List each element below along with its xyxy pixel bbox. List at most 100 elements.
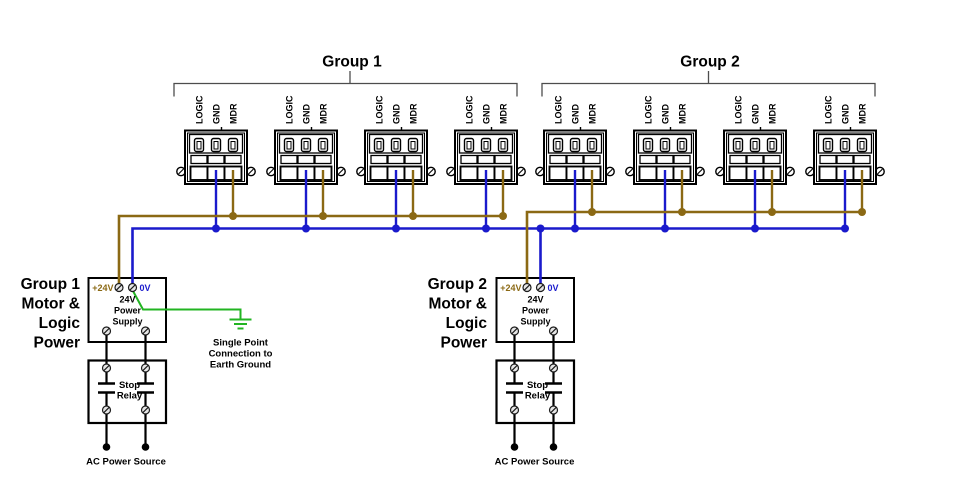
connector-screw-strip [637,133,693,154]
ac-terminal-dot [141,443,150,451]
screw-slash [537,284,544,291]
wire-port-upper [583,154,601,165]
earth-ground-icon [229,318,252,330]
connector-screw-strip [278,133,334,154]
supply1-name-line3: Supply [112,317,142,327]
wire-port-upper [819,154,837,165]
screw-slot-inner [320,141,326,150]
screw-slash [511,406,518,414]
pin-label-gnd: GND [482,104,492,125]
wire-port-lower [369,165,389,181]
pin-label-logic: LOGIC [554,95,564,124]
connector-screw-strip [727,133,783,154]
wire-port-upper [549,154,567,165]
screw-slot [407,137,419,153]
group2-bracket [541,71,876,97]
screw-slot-inner [376,141,382,150]
ac-terminal-dot [549,443,558,451]
supply2-pos-terminal-label: +24V [500,283,521,293]
mount-ear-slash [537,168,543,175]
screw-slot [586,137,598,153]
screw-terminal-icon [127,282,138,293]
relay1-name-line2: Relay [117,391,143,402]
screw-slot-inner [555,141,561,150]
screw-slot [732,137,744,153]
mount-ear-slash [428,168,434,175]
wire-port-lower [548,165,568,181]
screw-terminal-icon [140,363,151,373]
supply1-name-line1: 24V [119,295,135,305]
wire-port-upper [477,154,495,165]
wire-24v-bus-group1 [117,214,503,288]
wire-port-upper [853,154,871,165]
wire-port-upper [639,154,657,165]
screw-slash [103,406,110,414]
wire-port-upper [280,154,298,165]
screw-slot [749,137,761,153]
group2-power-label-line4: Power [440,335,487,352]
screw-slot [227,137,239,153]
screw-terminal-icon [140,326,151,336]
ground-note-line3: Earth Ground [210,360,271,371]
pin-label-gnd: GND [661,104,671,125]
mount-ear-slash [607,168,613,175]
screw-slash [550,327,557,335]
screw-terminal-icon [509,326,520,336]
screw-slot [300,137,312,153]
pin-label-gnd: GND [841,104,851,125]
screw-slash [103,364,110,372]
group1-power-label-line2: Motor & [21,296,80,313]
screw-slot-inner [589,141,595,150]
wire-port-upper [673,154,691,165]
group1-power-label-line3: Logic [39,315,81,332]
screw-slot [193,137,205,153]
pin-label-logic: LOGIC [195,95,205,124]
screw-slot [497,137,509,153]
mount-ear-slash [358,168,364,175]
screw-slot [822,137,834,153]
screw-terminal-icon [114,282,124,293]
mount-ear-slash [717,168,723,175]
wire-port-upper [207,154,225,165]
screw-slash [550,406,557,414]
junction-dot-0v [482,224,490,233]
relay2-name-line2: Relay [525,391,551,402]
relay1-name-line1: Stop [119,380,140,391]
junction-dot-24v [768,208,776,216]
screw-slot [463,137,475,153]
screw-terminals-layer [101,282,559,415]
wire-port-upper [370,154,388,165]
screw-slash [129,284,136,291]
pin-label-mdr: MDR [409,103,419,124]
group1-power-label-line4: Power [33,335,80,352]
junction-dot-0v [536,224,545,233]
screw-slot [659,137,671,153]
pin-label-gnd: GND [571,104,581,125]
connector-screw-strip [458,133,514,154]
supply1-pos-terminal-label: +24V [92,283,113,293]
ac-terminal-dot [102,443,111,451]
pin-label-mdr: MDR [858,103,868,124]
equipment-boxes-layer [87,277,576,425]
junction-dot-24v [409,212,417,220]
screw-slot [676,137,688,153]
screw-slot-inner [286,141,292,150]
power-supply-box-group2 [495,277,575,343]
wire-port-upper [404,154,422,165]
screw-slash [142,327,149,335]
pin-label-logic: LOGIC [375,95,385,124]
screw-slot-inner [752,141,758,150]
wire-port-upper [460,154,478,165]
group2-power-label-line3: Logic [446,315,488,332]
mount-ear-slash [518,168,524,175]
labels-layer: Group 1 Group 2 Group 1 Motor & Logic Po… [21,54,876,468]
mount-ear-slash [178,168,184,175]
wire-port-lower [818,165,838,181]
wire-port-upper [387,154,405,165]
junction-dot-0v [661,224,669,233]
group2-power-label-line2: Motor & [428,296,487,313]
screw-slash [115,284,123,291]
junction-dot-0v [751,224,759,233]
wire-port-lower [728,165,748,181]
junction-dot-24v [229,212,237,220]
